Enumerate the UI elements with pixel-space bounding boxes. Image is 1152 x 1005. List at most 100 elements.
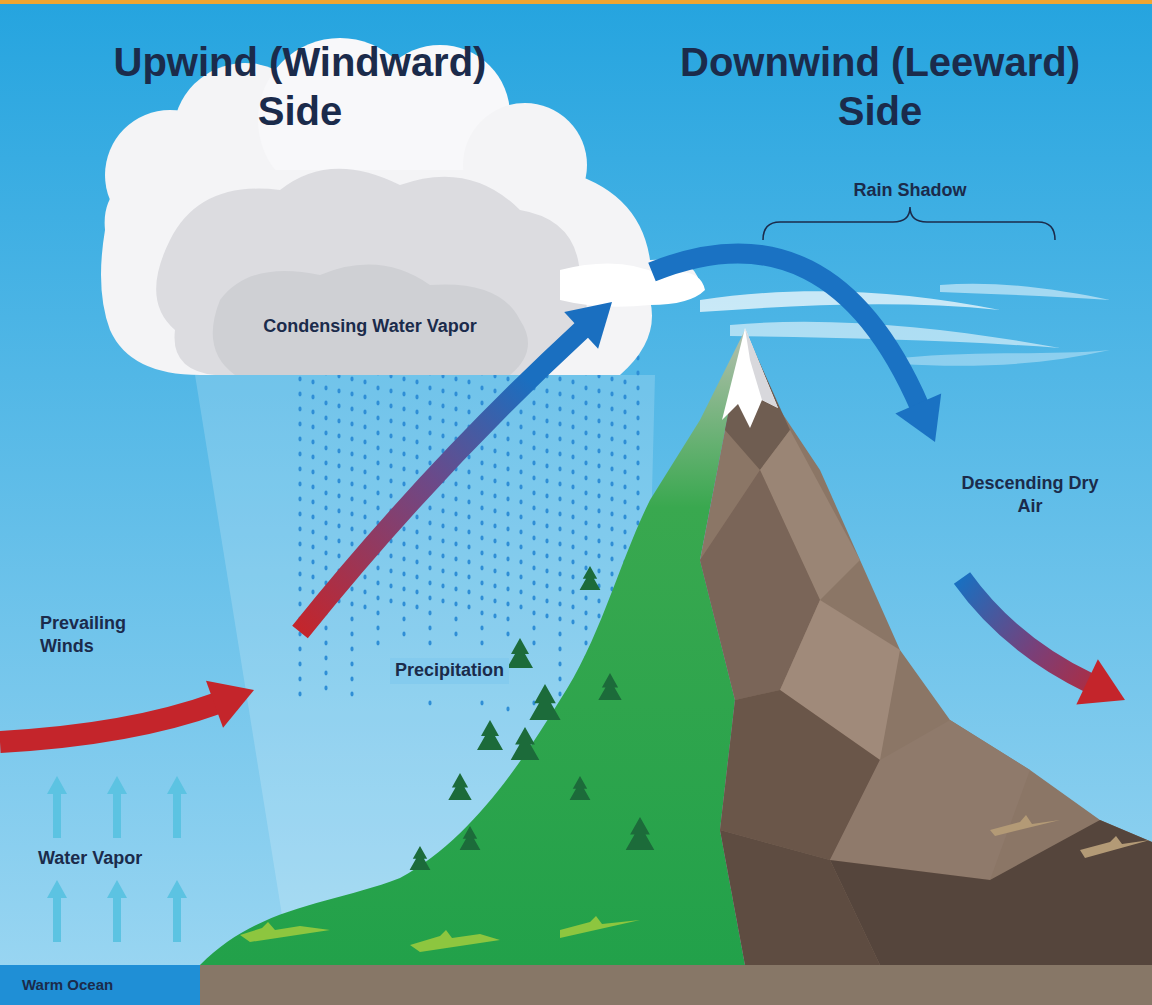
rain-drop [532,461,535,466]
vapor-arrow [47,880,67,942]
rain-drop [597,464,600,469]
trees [410,566,655,870]
rain-drop [441,539,444,544]
rain-drop [298,512,301,517]
rain-drop [519,440,522,445]
rain-drop [558,557,561,562]
rain-drop [415,470,418,475]
rain-drop [298,497,301,502]
rain-drop [636,371,639,376]
rain-drop [402,617,405,622]
rain-drop [415,590,418,595]
rain-drop [597,419,600,424]
vapor-arrow [107,776,127,838]
rain-drop [636,476,639,481]
rain-drop [584,431,587,436]
rain-drop [415,440,418,445]
rain-drop [363,590,366,595]
rain-drop [480,506,483,511]
rain-drop [597,509,600,514]
dry-patches-part [990,815,1060,836]
tree [570,776,591,800]
rain-drop [337,554,340,559]
rain-drop [467,395,470,400]
rain-drop [506,437,509,442]
rain-drop [519,575,522,580]
rain-drop [493,599,496,604]
tree [511,727,540,760]
rain-drop [324,386,327,391]
rain-drop [584,566,587,571]
rain-drop [623,500,626,505]
rain-drop [584,476,587,481]
rain-drop [506,557,509,562]
rain-drop [428,521,431,526]
rain-drop [428,536,431,541]
rain-drop [480,491,483,496]
dry-patches [990,815,1150,858]
rain-drop [389,479,392,484]
rain-drop [428,551,431,556]
rain-drop [597,494,600,499]
rain-drop [324,416,327,421]
rain-drop [610,482,613,487]
rain-drop [636,401,639,406]
rain-drop [493,614,496,619]
rain-drop [467,560,470,565]
rain-drop [532,641,535,646]
rain-drop [350,437,353,442]
process-label-holder: Precipitation [390,658,509,684]
rain-drop [467,485,470,490]
tree [460,826,481,850]
rain-drop [389,494,392,499]
rain-drop [623,530,626,535]
rain-drop [636,461,639,466]
rain-drop [610,452,613,457]
rain-drop [337,404,340,409]
rain-drop [376,416,379,421]
rain-drop [597,404,600,409]
grass-patches-part [410,930,500,952]
rain-drop [558,602,561,607]
rain-drop [480,611,483,616]
rain-drop [324,431,327,436]
rain-drop [363,575,366,580]
rain-drop [610,527,613,532]
rain-drop [493,524,496,529]
rain-drop [350,392,353,397]
rain-drop [350,602,353,607]
rain-drop [298,677,301,682]
rain-drop [454,587,457,592]
rain-drop [324,521,327,526]
rain-drop [597,524,600,529]
rain-drop [506,497,509,502]
rain-drop [415,455,418,460]
rain-drop [597,614,600,619]
rain-drop [610,407,613,412]
rain-drop [311,575,314,580]
rain-drop [337,509,340,514]
rain-drop [532,476,535,481]
rain-drop [350,422,353,427]
rain-drop [480,626,483,631]
rain-drop [623,410,626,415]
rain-drop [324,626,327,631]
rain-drop [480,641,483,646]
rain-drop [402,632,405,637]
region-label-holder: Rain Shadow [840,180,980,202]
rain-drop [376,401,379,406]
rain-drop [441,584,444,589]
rain-drop [376,461,379,466]
rain-drop [428,401,431,406]
tree [507,638,533,668]
rain-drop [311,530,314,535]
rain-drop [545,614,548,619]
rain-drop [558,572,561,577]
rain-drop [324,491,327,496]
prevailing-wind-arrow-head [206,681,254,728]
rain-drop [389,569,392,574]
rain-drop [584,641,587,646]
rain-drop [623,380,626,385]
rain-drop [415,605,418,610]
